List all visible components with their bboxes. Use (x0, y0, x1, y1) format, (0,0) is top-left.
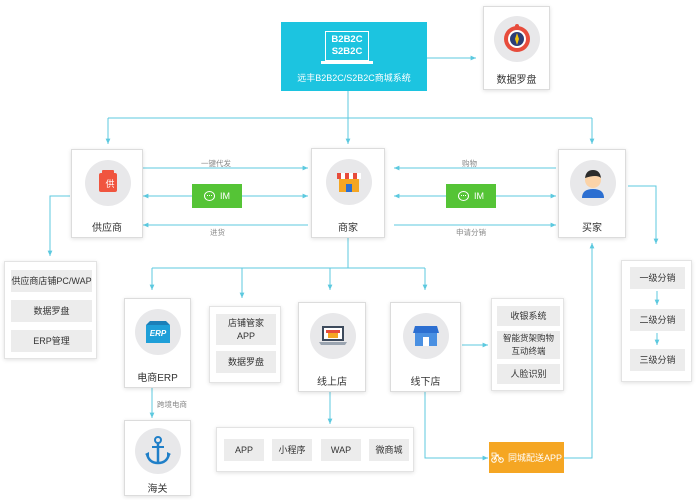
edge-label-restock: 进货 (210, 228, 225, 237)
system-badge-line1: B2B2C (331, 34, 363, 45)
edge-delivery-buyer (564, 243, 595, 459)
distribution-level-3[interactable]: 三级分销 (630, 349, 685, 371)
supplier-panel: 供应商店铺PC/WAP 数据罗盘 ERP管理 (4, 261, 97, 359)
edge-supplier-panel (47, 195, 70, 256)
supplier-icon-bg: 供 (85, 160, 131, 206)
offline-store-node[interactable]: 线下店 (390, 302, 461, 392)
store-compass[interactable]: 数据罗盘 (216, 351, 276, 373)
supplier-icon (99, 170, 117, 192)
delivery-app-label: 同城配送APP (507, 453, 562, 463)
compass-label: 数据罗盘 (496, 75, 537, 86)
channel-wechat-mall[interactable]: 微商城 (369, 439, 409, 461)
im-button-left[interactable]: IM (192, 184, 242, 208)
face-recognition[interactable]: 人脸识别 (497, 364, 560, 384)
supplier-node[interactable]: 供 供应商 (71, 149, 143, 238)
shop-icon (337, 173, 361, 192)
online-store-label: 线上店 (317, 377, 347, 388)
system-title: 远丰B2B2C/S2B2C商城系统 (297, 73, 411, 83)
supplier-panel-item-2[interactable]: ERP管理 (11, 330, 92, 352)
edge-label-purchase: 购物 (462, 159, 477, 168)
edge-label-cross-border: 跨境电商 (157, 400, 187, 409)
offline-store-icon-bg (403, 313, 449, 359)
edge-label-distribution-apply: 申请分销 (456, 228, 486, 237)
customs-label: 海关 (147, 484, 168, 495)
channel-app[interactable]: APP (224, 439, 264, 461)
compass-icon (504, 24, 530, 52)
delivery-bike-icon (491, 452, 504, 463)
chat-icon (204, 191, 215, 201)
im-button-right[interactable]: IM (446, 184, 496, 208)
distribution-level-1[interactable]: 一级分销 (630, 267, 685, 289)
system-node[interactable]: B2B2C S2B2C 远丰B2B2C/S2B2C商城系统 (281, 22, 427, 91)
buyer-icon-bg (570, 160, 616, 206)
im-left-label: IM (220, 191, 230, 201)
distribution-panel: 一级分销 二级分销 三级分销 (621, 260, 692, 382)
merchant-label: 商家 (338, 223, 358, 234)
delivery-app-node[interactable]: 同城配送APP (489, 442, 564, 473)
channel-mini-program[interactable]: 小程序 (272, 439, 312, 461)
anchor-icon (145, 436, 171, 465)
smart-shelf-terminal[interactable]: 智能货架购物 互动终端 (497, 331, 560, 359)
distribution-arrows (654, 291, 660, 345)
user-avatar-icon (582, 170, 604, 198)
offline-store-label: 线下店 (410, 377, 441, 388)
customs-icon-bg (135, 428, 181, 474)
system-badge-base (321, 61, 373, 64)
im-right-label: IM (474, 191, 484, 201)
edge-buyer-distribution (628, 185, 659, 244)
buyer-label: 买家 (582, 223, 602, 234)
buyer-node[interactable]: 买家 (558, 149, 626, 238)
erp-icon-bg: ERP (135, 309, 181, 355)
merchant-icon-bg (326, 159, 372, 205)
supplier-panel-item-0[interactable]: 供应商店铺PC/WAP (11, 270, 92, 292)
supplier-icon-text: 供 (105, 179, 115, 189)
chat-icon (458, 191, 469, 201)
supplier-panel-item-1[interactable]: 数据罗盘 (11, 300, 92, 322)
compass-icon-bg (494, 16, 540, 62)
laptop-shop-icon (319, 326, 347, 345)
system-badge: B2B2C S2B2C (325, 31, 369, 61)
storefront-icon (413, 326, 439, 346)
edge-label-dropship: 一键代发 (201, 159, 231, 168)
erp-icon-text: ERP (149, 329, 167, 338)
supplier-label: 供应商 (92, 223, 122, 234)
edge-offline-delivery (424, 392, 488, 461)
channels-panel: APP 小程序 WAP 微商城 (216, 427, 414, 472)
ecommerce-erp-node[interactable]: ERP 电商ERP (124, 298, 191, 388)
offline-tools-panel: 收银系统 智能货架购物 互动终端 人脸识别 (491, 298, 564, 391)
erp-box-icon (146, 321, 170, 343)
channel-wap[interactable]: WAP (321, 439, 361, 461)
distribution-level-2[interactable]: 二级分销 (630, 309, 685, 331)
store-tools-panel: 店铺管家 APP 数据罗盘 (209, 306, 281, 383)
ecommerce-erp-label: 电商ERP (137, 373, 178, 384)
online-store-node[interactable]: 线上店 (298, 302, 366, 392)
compass-node[interactable]: 数据罗盘 (483, 6, 550, 90)
store-manager-app[interactable]: 店铺管家 APP (216, 314, 276, 345)
merchant-node[interactable]: 商家 (311, 148, 385, 238)
system-badge-line2: S2B2C (331, 46, 363, 57)
customs-node[interactable]: 海关 (124, 420, 191, 496)
online-store-icon-bg (310, 313, 356, 359)
cashier-system[interactable]: 收银系统 (497, 306, 560, 326)
